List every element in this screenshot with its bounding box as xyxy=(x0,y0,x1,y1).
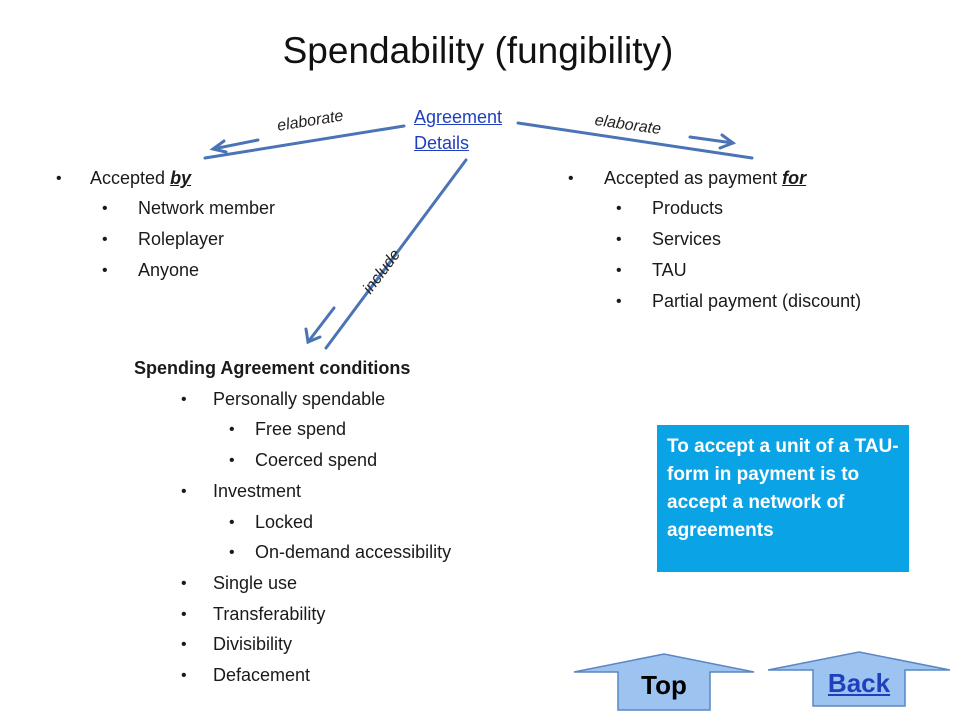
bullet-icon: • xyxy=(616,262,622,279)
list-item-text: Services xyxy=(652,229,722,249)
condition-free-spend: • Free spend xyxy=(229,419,347,440)
top-button[interactable]: Top xyxy=(572,652,756,712)
bullet-icon: • xyxy=(181,483,187,500)
list-item-text: Defacement xyxy=(213,665,311,685)
bullet-icon: • xyxy=(229,421,235,438)
list-item-text: Partial payment (discount) xyxy=(652,291,862,311)
accepted-for-emphasis: for xyxy=(782,168,807,188)
bullet-icon: • xyxy=(56,170,62,187)
condition-single-use: • Single use xyxy=(181,573,298,594)
list-item-text: Network member xyxy=(138,198,276,218)
bullet-icon: • xyxy=(181,606,187,623)
bullet-icon: • xyxy=(102,231,108,248)
bullet-icon: • xyxy=(229,544,235,561)
bullet-icon: • xyxy=(616,231,622,248)
condition-transferability: • Transferability xyxy=(181,604,326,625)
arrow-right-small xyxy=(688,135,735,145)
arrow-down-head xyxy=(304,327,322,345)
list-item-text: Divisibility xyxy=(213,634,293,654)
accepted-by-heading: • Accepted by xyxy=(56,168,192,189)
agreement-link-line1: Agreement xyxy=(414,107,503,127)
conditions-heading: Spending Agreement conditions xyxy=(134,358,411,378)
up-arrow-icon xyxy=(767,651,951,707)
condition-on-demand: • On-demand accessibility xyxy=(229,542,452,563)
bullet-icon: • xyxy=(102,200,108,217)
accepted-for-item-3: • TAU xyxy=(616,260,687,281)
list-item-text: Coerced spend xyxy=(255,450,378,470)
arrow-left-head xyxy=(209,139,228,154)
accepted-for-item-2: • Services xyxy=(616,229,722,250)
accepted-for-item-4: • Partial payment (discount) xyxy=(616,291,862,312)
accepted-by-prefix: Accepted xyxy=(90,168,171,188)
bullet-icon: • xyxy=(229,514,235,531)
bullet-icon: • xyxy=(616,200,622,217)
arrow-right-head xyxy=(718,133,737,150)
callout-box: To accept a unit of a TAU-form in paymen… xyxy=(657,425,909,572)
bullet-icon: • xyxy=(616,293,622,310)
arrow-down-small xyxy=(306,306,336,344)
accepted-for-item-1: • Products xyxy=(616,198,724,219)
back-button[interactable]: Back xyxy=(766,650,952,710)
list-item-text: Anyone xyxy=(138,260,200,280)
accepted-by-item-1: • Network member xyxy=(102,198,276,219)
arrow-right-line xyxy=(516,121,754,160)
list-item-text: Locked xyxy=(255,512,314,532)
accepted-by-item-3: • Anyone xyxy=(102,260,200,281)
agreement-details-link[interactable]: Agreement Details xyxy=(414,104,502,156)
condition-coerced-spend: • Coerced spend xyxy=(229,450,378,471)
accepted-by-item-2: • Roleplayer xyxy=(102,229,225,250)
list-item-text: Roleplayer xyxy=(138,229,225,249)
bullet-icon: • xyxy=(229,452,235,469)
condition-locked: • Locked xyxy=(229,512,314,533)
top-button-label: Top xyxy=(641,670,687,700)
list-item-text: Transferability xyxy=(213,604,326,624)
back-button-label: Back xyxy=(827,668,891,698)
bullet-icon: • xyxy=(181,636,187,653)
list-item-text: TAU xyxy=(652,260,687,280)
condition-personally-spendable: • Personally spendable xyxy=(181,389,386,410)
accepted-by-emphasis: by xyxy=(170,168,192,188)
arrow-left-small xyxy=(211,138,260,151)
bullet-icon: • xyxy=(181,575,187,592)
arrow-down-line xyxy=(324,158,468,350)
bullet-icon: • xyxy=(181,391,187,408)
condition-defacement: • Defacement xyxy=(181,665,311,686)
list-item-text: Free spend xyxy=(255,419,347,439)
accepted-for-prefix: Accepted as payment xyxy=(604,168,783,188)
bullet-icon: • xyxy=(568,170,574,187)
list-item-text: Personally spendable xyxy=(213,389,386,409)
list-item-text: Products xyxy=(652,198,724,218)
condition-investment: • Investment xyxy=(181,481,302,502)
bullet-icon: • xyxy=(181,667,187,684)
arrow-left-line xyxy=(203,124,406,160)
accepted-for-heading: • Accepted as payment for xyxy=(568,168,807,189)
bullet-icon: • xyxy=(102,262,108,279)
agreement-link-line2: Details xyxy=(414,133,470,153)
up-arrow-icon xyxy=(573,653,755,711)
list-item-text: On-demand accessibility xyxy=(255,542,452,562)
list-item-text: Investment xyxy=(213,481,302,501)
list-item-text: Single use xyxy=(213,573,298,593)
page-title: Spendability (fungibility) xyxy=(282,30,674,71)
condition-divisibility: • Divisibility xyxy=(181,634,293,655)
